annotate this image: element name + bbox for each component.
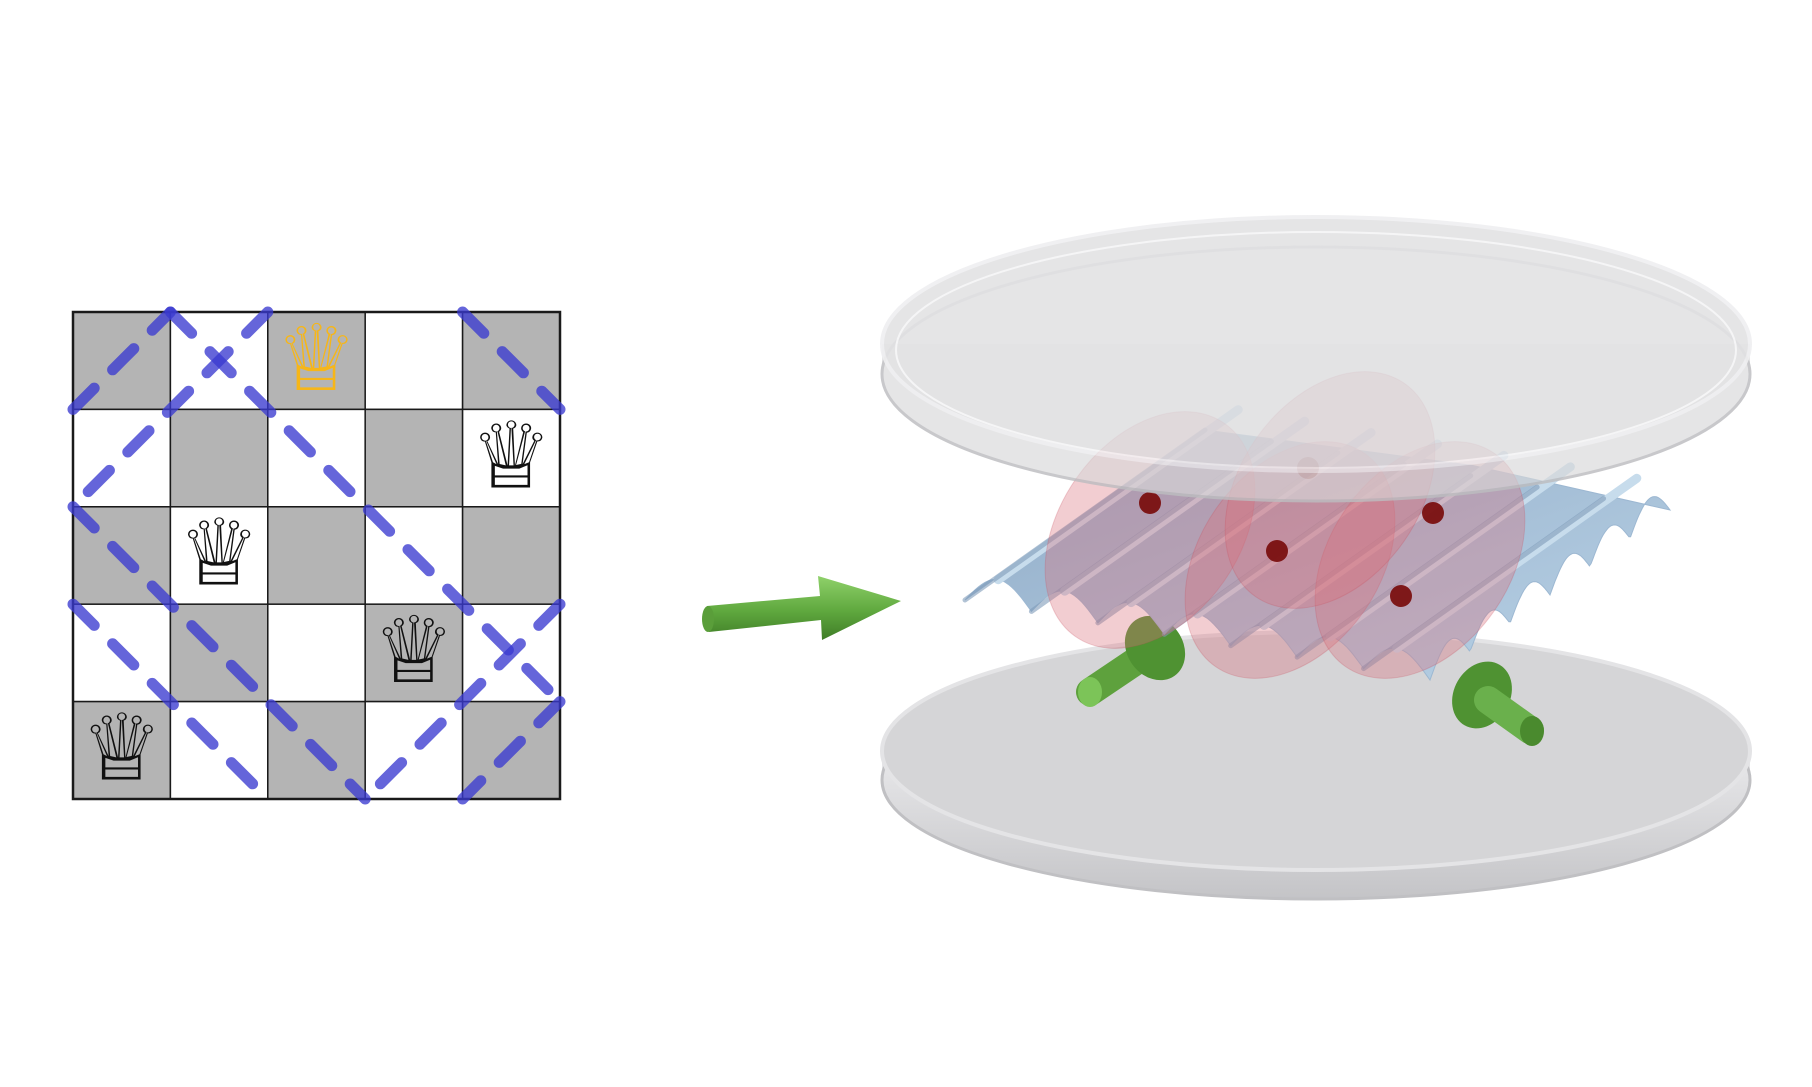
board-square — [267, 506, 366, 605]
small-arrow-icon-right — [1452, 661, 1544, 746]
bottom-plate — [880, 630, 1752, 901]
queen-icon: ♕ — [178, 500, 260, 607]
top-plate — [880, 215, 1752, 503]
wave-crest — [1325, 462, 1575, 642]
board-square — [364, 408, 464, 508]
attack-line — [457, 696, 566, 805]
board-square — [169, 408, 269, 508]
attack-line — [457, 306, 566, 415]
queen-icon: ♕ — [470, 402, 552, 509]
attack-line — [67, 306, 274, 513]
atom-dot — [1422, 502, 1444, 524]
board-border — [71, 310, 562, 801]
queen-icon: ♕ — [80, 695, 162, 802]
attack-line — [67, 598, 274, 805]
atom-dot — [1266, 540, 1288, 562]
chessboard: ♕♕♕♕♕ — [67, 305, 566, 805]
wave-crest — [1392, 473, 1642, 653]
atom-dot — [1390, 585, 1412, 607]
highlighted-queen-icon: ♕ — [275, 305, 357, 412]
atom-dot — [1139, 492, 1161, 514]
attack-line — [359, 598, 566, 805]
wave-trough — [1294, 484, 1540, 660]
attack-line — [67, 501, 371, 805]
board-square — [461, 506, 561, 605]
wave-trough — [1361, 496, 1607, 672]
attack-line — [67, 306, 176, 415]
right-arrow-icon — [702, 576, 901, 640]
attack-line — [164, 306, 566, 708]
queen-icon: ♕ — [373, 597, 455, 704]
board-square — [267, 603, 366, 703]
board-square — [364, 311, 464, 411]
